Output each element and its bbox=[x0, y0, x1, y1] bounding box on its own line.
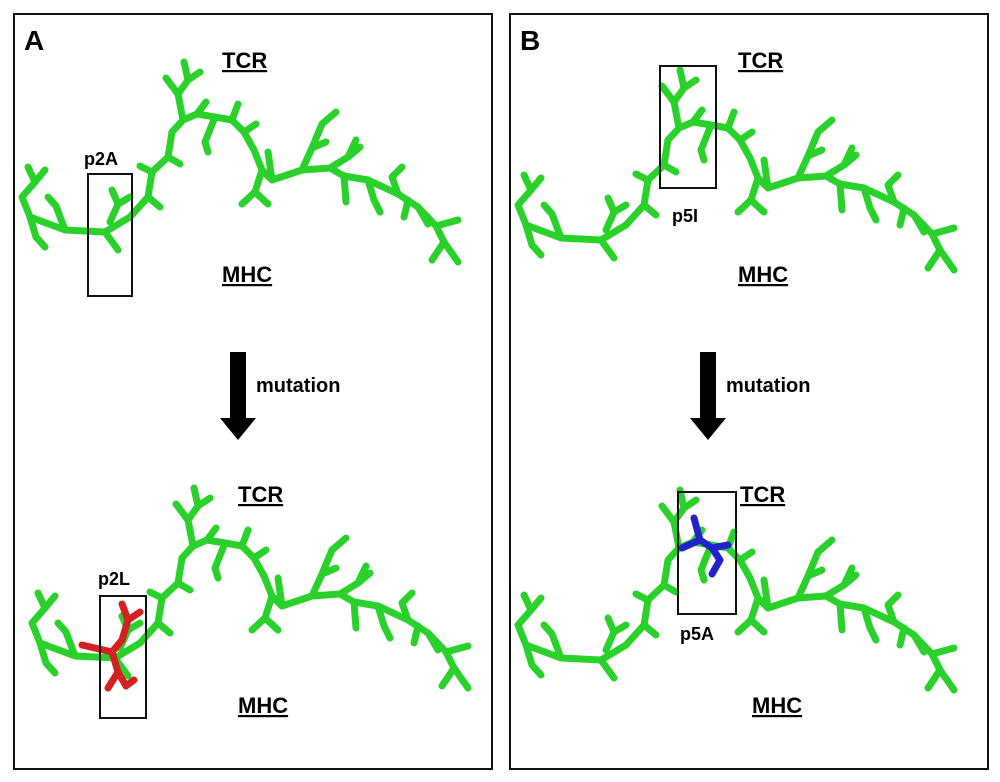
panel-b-bottom-mhc-label: MHC bbox=[752, 693, 802, 718]
panel-b-top-residue-box bbox=[659, 65, 717, 189]
panel-b-top-mhc-label: MHC bbox=[738, 262, 788, 287]
panel-b-bottom-residue-label: p5A bbox=[680, 624, 714, 644]
panel-b-top-residue-label: p5I bbox=[672, 206, 698, 226]
panel-a-mutated-residue-p2l bbox=[78, 600, 144, 692]
panel-b-letter: B bbox=[520, 25, 540, 56]
panel-a-top-mhc-label: MHC bbox=[222, 262, 272, 287]
panel-a-top-residue-box bbox=[87, 173, 133, 297]
panel-b bbox=[509, 13, 989, 770]
panel-a-bottom-residue-label: p2L bbox=[98, 569, 130, 589]
panel-a-bottom-mhc-label: MHC bbox=[238, 693, 288, 718]
panel-a-mutation-label: mutation bbox=[256, 375, 340, 397]
panel-a-bottom-tcr-label: TCR bbox=[238, 482, 283, 507]
panel-a-mutation-arrow bbox=[220, 352, 256, 440]
panel-b-top-tcr-label: TCR bbox=[738, 48, 783, 73]
panel-b-mutation-arrow bbox=[690, 352, 726, 440]
panel-b-bottom-tcr-label: TCR bbox=[740, 482, 785, 507]
panel-a-bottom-residue-box bbox=[99, 595, 147, 719]
panel-b-top-peptide bbox=[518, 70, 954, 270]
panel-b-bottom-residue-box bbox=[677, 491, 737, 615]
panel-a-top-residue-label: p2A bbox=[84, 149, 118, 169]
panel-a-top-tcr-label: TCR bbox=[222, 48, 267, 73]
panel-a-letter: A bbox=[24, 25, 44, 56]
panel-b-mutated-residue-p5a bbox=[678, 514, 732, 578]
panel-b-mutation-label: mutation bbox=[726, 375, 810, 397]
